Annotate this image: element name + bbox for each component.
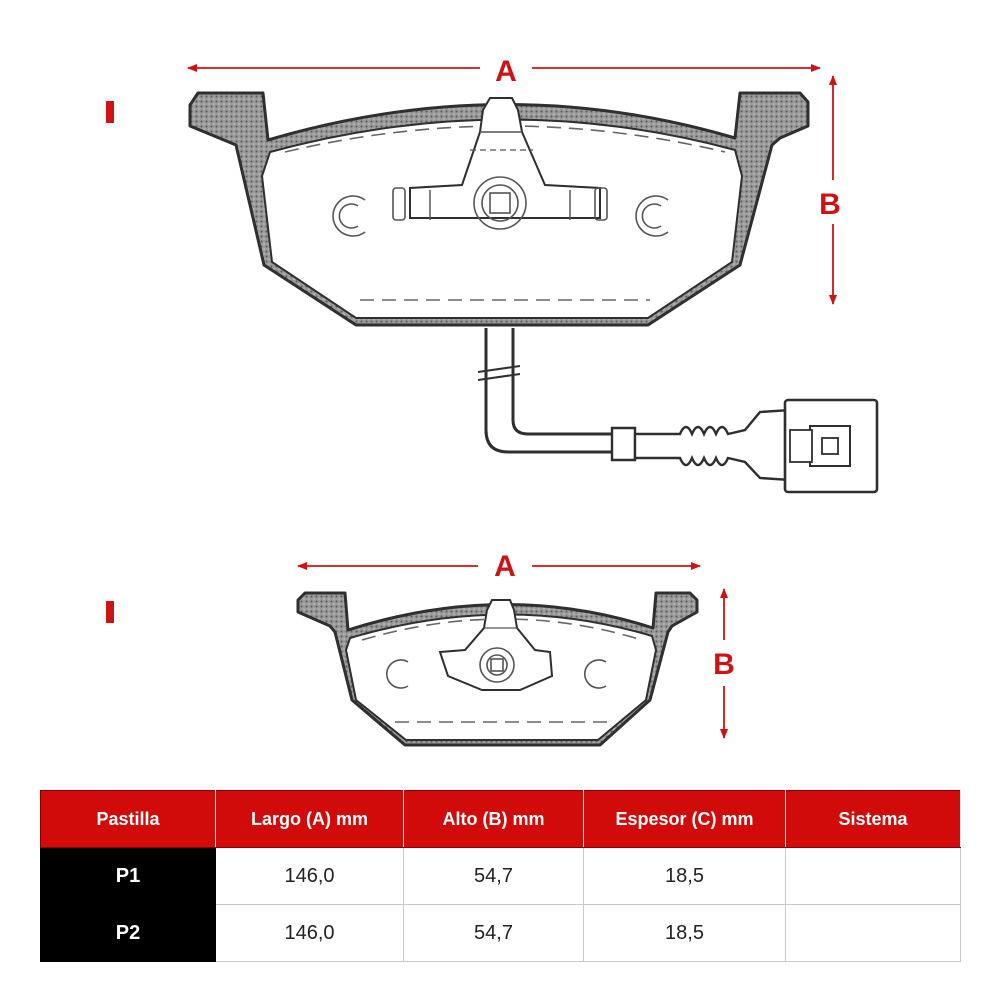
table-header-row: Pastilla Largo (A) mm Alto (B) mm Espeso…	[40, 790, 961, 848]
alto-cell: 54,7	[403, 904, 584, 962]
top-width-label: A	[495, 55, 517, 88]
header-largo: Largo (A) mm	[215, 790, 404, 848]
largo-cell: 146,0	[215, 847, 404, 905]
top-height-label: B	[819, 188, 841, 221]
bottom-pad-center-tab	[438, 599, 554, 691]
bottom-width-dimension: A	[297, 550, 701, 583]
header-espesor: Espesor (C) mm	[583, 790, 786, 848]
bottom-height-label: B	[713, 648, 735, 681]
brake-pad-diagram: A B	[106, 55, 879, 747]
top-pad-sensor-wire	[484, 328, 612, 454]
sistema-cell	[785, 904, 961, 962]
top-pad-marker-icon	[106, 101, 114, 123]
bottom-pad-right-clip-icon	[584, 659, 607, 689]
top-pad-outline	[188, 91, 810, 327]
bottom-width-label: A	[494, 550, 516, 583]
pad-id-cell: P1	[40, 847, 216, 905]
header-pastilla: Pastilla	[40, 790, 216, 848]
header-sistema: Sistema	[785, 790, 961, 848]
top-pad-sensor-ring-icon	[473, 176, 527, 230]
top-pad-right-clip-icon	[635, 195, 669, 237]
largo-cell: 146,0	[215, 904, 404, 962]
top-width-dimension: A	[187, 55, 821, 88]
top-pad-left-clip-icon	[332, 195, 366, 237]
spec-table: Pastilla Largo (A) mm Alto (B) mm Espeso…	[40, 790, 961, 962]
sistema-cell	[785, 847, 961, 905]
bottom-pad-sensor-ring-icon	[479, 647, 515, 683]
bottom-pad-left-clip-icon	[386, 659, 409, 689]
top-height-dimension: B	[819, 75, 841, 305]
bottom-pad-outline	[296, 591, 699, 747]
alto-cell: 54,7	[403, 847, 584, 905]
espesor-cell: 18,5	[583, 904, 786, 962]
pad-id-cell: P2	[40, 904, 216, 962]
table-row: P1 146,0 54,7 18,5	[40, 847, 961, 905]
bottom-pad-drawing: A B	[106, 550, 735, 747]
bottom-pad-marker-icon	[106, 601, 114, 623]
header-alto: Alto (B) mm	[403, 790, 584, 848]
espesor-cell: 18,5	[583, 847, 786, 905]
top-pad-drawing: A B	[106, 55, 879, 494]
bottom-height-dimension: B	[713, 588, 735, 739]
table-row: P2 146,0 54,7 18,5	[40, 904, 961, 962]
